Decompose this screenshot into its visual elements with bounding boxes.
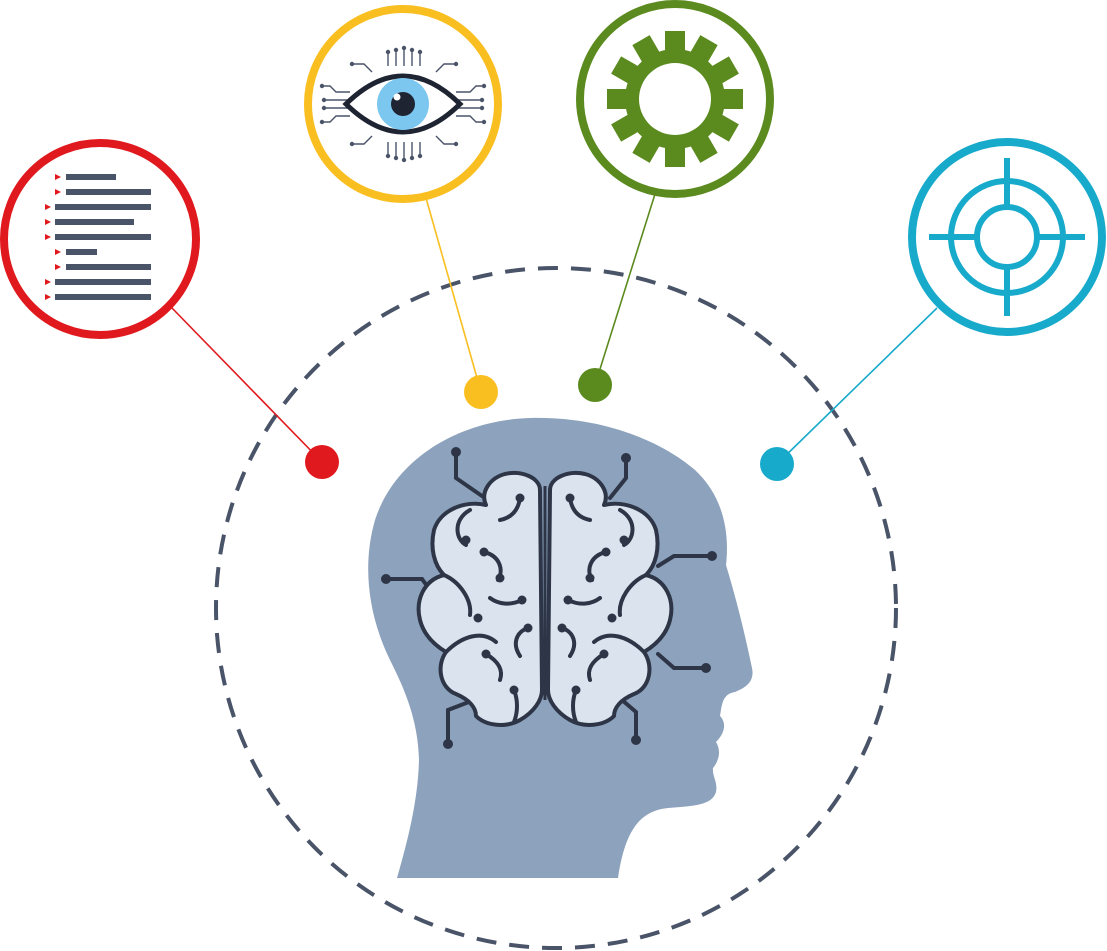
dashed-ring (214, 266, 898, 950)
brain-left-hemisphere (416, 471, 544, 727)
brain-right-hemisphere (546, 471, 674, 727)
gear-icon (607, 31, 743, 167)
target-node-ring (908, 138, 1106, 336)
brain-wires (384, 450, 714, 746)
checklist-node (0, 139, 200, 339)
head-with-brain-icon (368, 417, 753, 878)
connector-blue (776, 307, 938, 465)
connector-yellow (425, 197, 482, 393)
dot-blue (760, 447, 794, 481)
brain (416, 471, 674, 727)
vision-node (304, 5, 502, 203)
dot-green (578, 368, 612, 402)
dot-yellow (464, 375, 498, 409)
dot-red (305, 445, 339, 479)
connector-lines (171, 193, 938, 465)
target-node (908, 138, 1106, 336)
connector-red (171, 307, 323, 463)
target-crosshair-icon (929, 158, 1085, 316)
circuit-eye-icon (319, 45, 487, 163)
connector-green (594, 193, 656, 386)
process-node (576, 0, 774, 198)
connector-dots (305, 368, 794, 481)
checklist-icon (45, 174, 151, 300)
